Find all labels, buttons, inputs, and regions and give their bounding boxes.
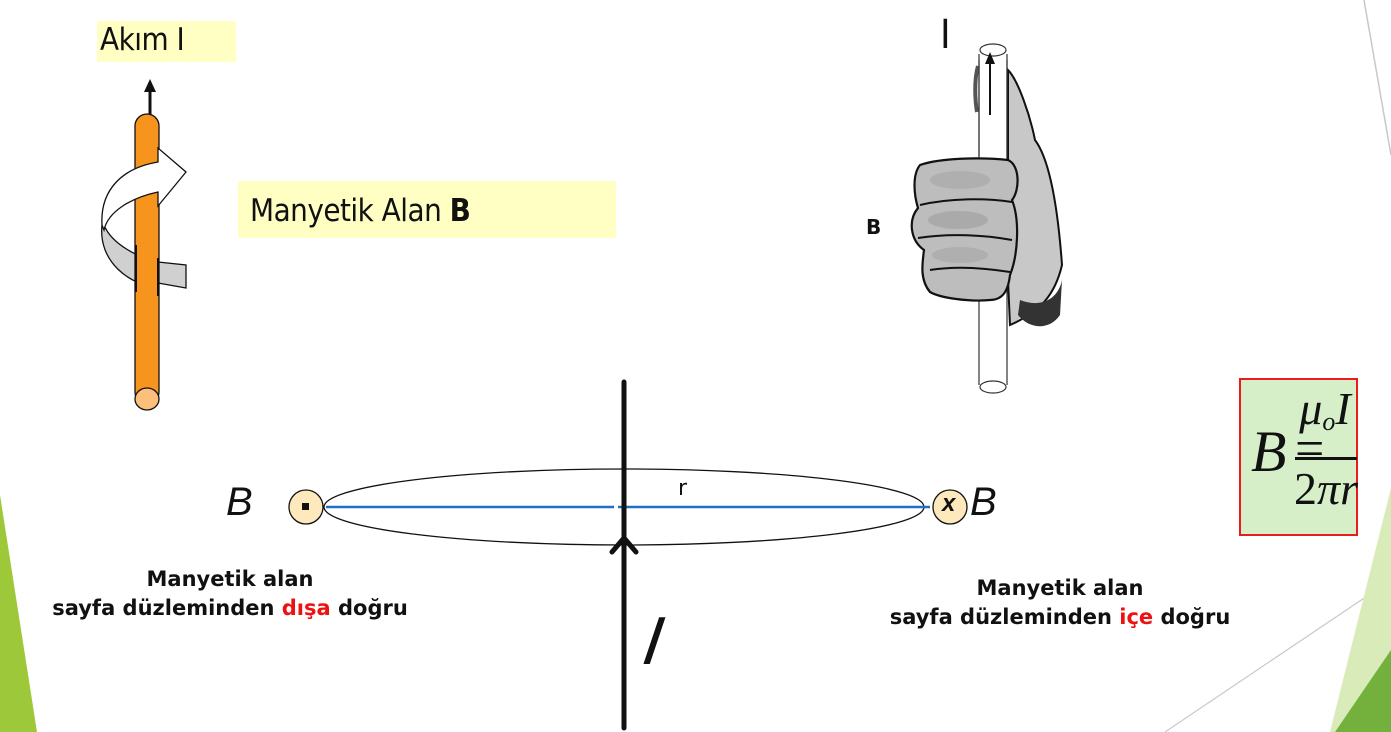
into-page-marker-icon bbox=[932, 489, 968, 525]
right-caption-line1: Manyetik alan bbox=[976, 576, 1144, 600]
field-label-highlight bbox=[238, 181, 616, 238]
field-label-symbol: B bbox=[449, 193, 471, 229]
formula-numerator: μoI bbox=[1299, 383, 1351, 436]
right-caption: Manyetik alan sayfa düzleminden içe doğr… bbox=[830, 574, 1290, 632]
hand-current-label: I bbox=[940, 12, 951, 58]
radius-label: r bbox=[678, 476, 688, 501]
field-loop-illustration bbox=[288, 379, 968, 731]
current-label: Akım I bbox=[100, 22, 185, 58]
right-field-symbol: B bbox=[970, 480, 997, 524]
into-page-x-glyph: x bbox=[942, 490, 956, 517]
formula-fraction-bar bbox=[1295, 457, 1357, 460]
wire-current-arrow-icon bbox=[609, 534, 639, 555]
wire-end-cap bbox=[134, 387, 160, 411]
formula-equals: = bbox=[1295, 421, 1325, 478]
left-caption-line2: sayfa düzleminden dışa doğru bbox=[52, 596, 408, 620]
field-label: Manyetik Alan B bbox=[250, 193, 471, 229]
left-caption: Manyetik alan sayfa düzleminden dışa doğ… bbox=[5, 565, 455, 623]
hand-field-label: B bbox=[866, 215, 882, 239]
right-caption-line2: sayfa düzleminden içe doğru bbox=[889, 605, 1231, 629]
left-caption-emphasis: dışa bbox=[281, 596, 331, 620]
current-arrow-icon bbox=[144, 79, 156, 92]
hand-current-arrow-icon bbox=[985, 52, 995, 64]
right-caption-emphasis: içe bbox=[1119, 605, 1154, 629]
current-label-highlight bbox=[97, 21, 236, 62]
biot-savart-formula-box: B = μoI 2πr bbox=[1239, 378, 1358, 536]
left-caption-line1: Manyetik alan bbox=[146, 567, 314, 591]
formula-lhs: B bbox=[1251, 419, 1287, 484]
fist-shape bbox=[910, 157, 1019, 302]
right-dark-green-triangle bbox=[1335, 650, 1391, 732]
field-label-text: Manyetik Alan bbox=[250, 193, 450, 229]
right-hand-rule-illustration bbox=[910, 43, 1064, 394]
field-curl-arrow-icon bbox=[101, 146, 187, 233]
left-field-symbol: B bbox=[226, 480, 253, 524]
thumb-shape bbox=[1007, 67, 1064, 327]
wire-with-field-illustration bbox=[101, 79, 187, 411]
right-gray-line-top bbox=[1363, 0, 1391, 156]
wire-rod bbox=[134, 113, 160, 405]
formula-denominator: 2πr bbox=[1294, 463, 1358, 514]
